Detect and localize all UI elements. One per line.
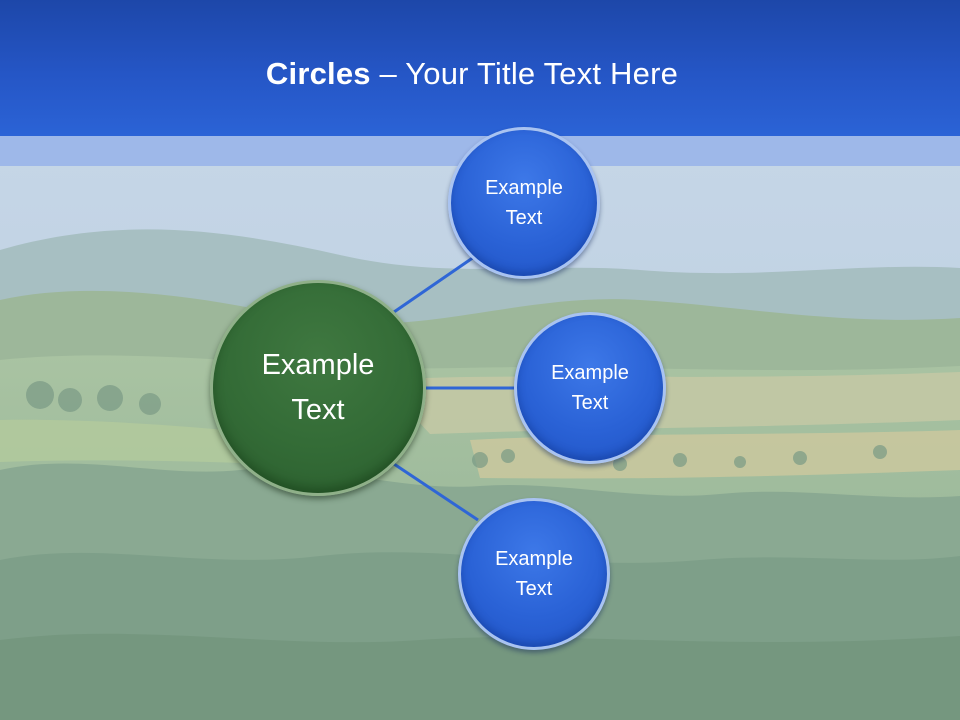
title-bold: Circles bbox=[265, 56, 371, 91]
title-bar bbox=[0, 0, 960, 136]
satellite-circle-2[interactable]: Example Text bbox=[514, 312, 666, 464]
satellite-circle-1-text: Example Text bbox=[485, 177, 563, 229]
satellite-circle-2-text: Example Text bbox=[551, 362, 629, 414]
satellite-circle-3-text: Example Text bbox=[495, 548, 573, 600]
connector-line-3 bbox=[393, 462, 479, 522]
title-rest: – Your Title Text Here bbox=[370, 56, 679, 91]
center-circle-text: Example Text bbox=[261, 349, 375, 426]
satellite-circle-3[interactable]: Example Text bbox=[458, 498, 610, 650]
center-circle[interactable]: Example Text bbox=[210, 280, 426, 496]
satellite-circle-1[interactable]: Example Text bbox=[448, 127, 600, 279]
slide-title: Circles – Your Title Text Here bbox=[0, 54, 944, 94]
connector-line-1 bbox=[393, 255, 475, 314]
